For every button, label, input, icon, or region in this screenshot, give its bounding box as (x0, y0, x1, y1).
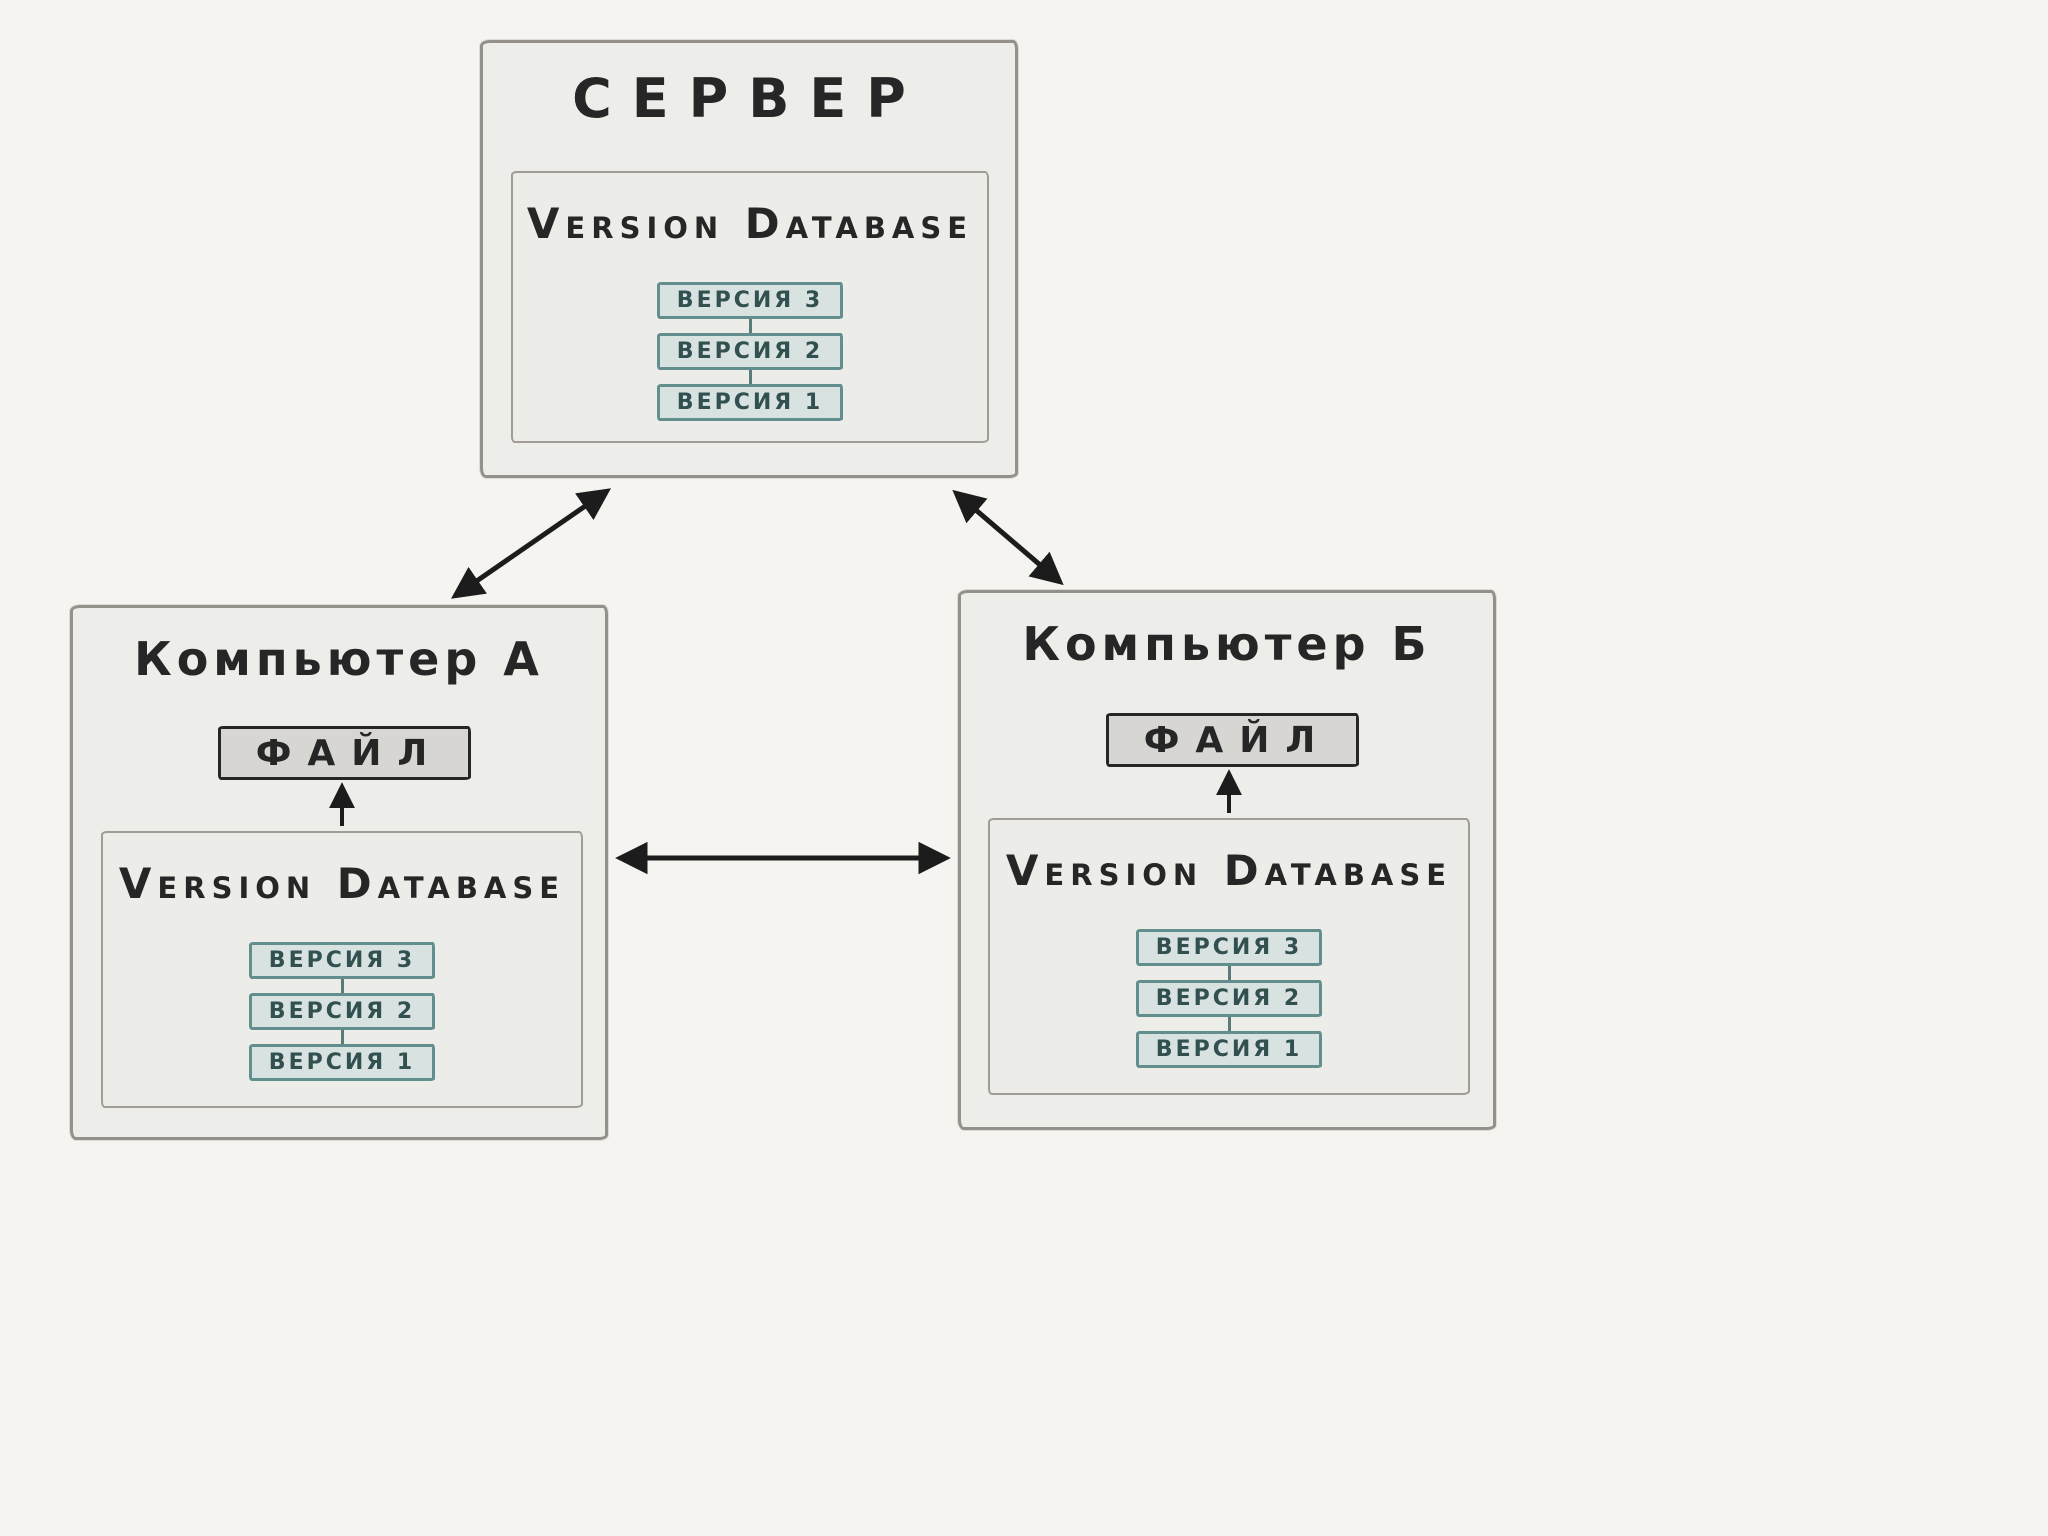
version-connector (1227, 1017, 1231, 1031)
server-version-1-box: ВЕРСИЯ 1 (657, 384, 843, 421)
version-connector (1227, 966, 1231, 980)
server-version-3-box: ВЕРСИЯ 3 (657, 282, 843, 319)
computer-a-version-3-box: ВЕРСИЯ 3 (249, 942, 435, 979)
version-connector (748, 319, 752, 333)
computer-b-version-stack: ВЕРСИЯ 3 ВЕРСИЯ 2 ВЕРСИЯ 1 (1136, 929, 1322, 1068)
arrow-server-computer-b (952, 489, 1064, 586)
version-connector (748, 370, 752, 384)
computer-a-version-database: Version Database ВЕРСИЯ 3 ВЕРСИЯ 2 ВЕРСИ… (101, 831, 583, 1108)
computer-b-db-title: Version Database (1005, 846, 1453, 895)
computer-a-db-title: Version Database (118, 859, 566, 908)
computer-a-version-1-box: ВЕРСИЯ 1 (249, 1044, 435, 1081)
computer-b-version-2-box: ВЕРСИЯ 2 (1136, 980, 1322, 1017)
computer-a-file-box: ФАЙЛ (218, 726, 471, 780)
arrow-server-computer-a (450, 488, 612, 599)
computer-a-version-2-box: ВЕРСИЯ 2 (249, 993, 435, 1030)
computer-a-title: Компьютер А (134, 632, 544, 686)
server-title: СЕРВЕР (572, 67, 926, 130)
version-connector (340, 979, 344, 993)
server-version-2-box: ВЕРСИЯ 2 (657, 333, 843, 370)
computer-b-title: Компьютер Б (1022, 617, 1432, 671)
version-connector (340, 1030, 344, 1044)
server-version-stack: ВЕРСИЯ 3 ВЕРСИЯ 2 ВЕРСИЯ 1 (657, 282, 843, 421)
computer-b-version-database: Version Database ВЕРСИЯ 3 ВЕРСИЯ 2 ВЕРСИ… (988, 818, 1470, 1095)
computer-a-panel: Компьютер А ФАЙЛ Version Database ВЕРСИЯ… (70, 605, 608, 1140)
computer-b-file-box: ФАЙЛ (1106, 713, 1359, 767)
server-panel: СЕРВЕР Version Database ВЕРСИЯ 3 ВЕРСИЯ … (480, 40, 1018, 478)
computer-b-version-3-box: ВЕРСИЯ 3 (1136, 929, 1322, 966)
computer-b-version-1-box: ВЕРСИЯ 1 (1136, 1031, 1322, 1068)
server-version-database: Version Database ВЕРСИЯ 3 ВЕРСИЯ 2 ВЕРСИ… (511, 171, 989, 443)
computer-b-panel: Компьютер Б ФАЙЛ Version Database ВЕРСИЯ… (958, 590, 1496, 1130)
computer-a-version-stack: ВЕРСИЯ 3 ВЕРСИЯ 2 ВЕРСИЯ 1 (249, 942, 435, 1081)
server-db-title: Version Database (526, 199, 974, 248)
